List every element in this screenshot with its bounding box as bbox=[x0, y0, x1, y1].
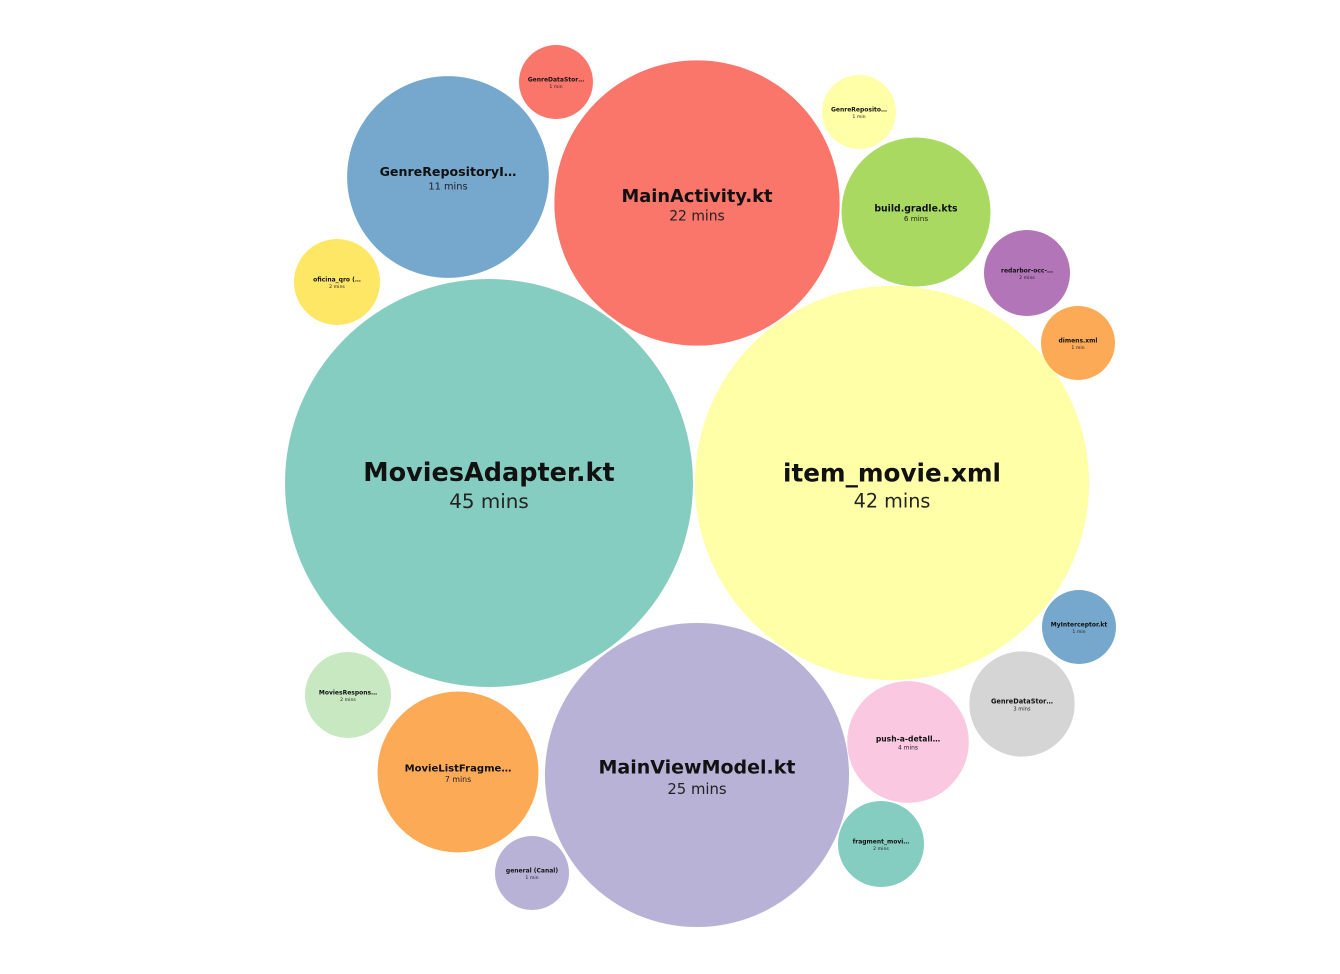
bubble-circle-moviesresponse[interactable] bbox=[304, 651, 392, 739]
bubble-genrerepositoryimpl[interactable]: GenreRepositoryI… 11 mins bbox=[347, 76, 549, 278]
bubble-oficina-qro[interactable]: oficina_qro (…2 mins bbox=[293, 238, 381, 326]
bubble-value-label: 6 mins bbox=[904, 214, 929, 223]
bubble-mainviewmodel-kt[interactable]: MainViewModel.kt 25 mins bbox=[544, 622, 850, 928]
bubble-circle-oficina-qro[interactable] bbox=[293, 238, 381, 326]
bubble-mainactivity-kt[interactable]: MainActivity.kt 22 mins bbox=[554, 60, 840, 346]
bubble-label: MovieListFragme… bbox=[405, 763, 512, 774]
bubble-movielistfragment[interactable]: MovieListFragme…7 mins bbox=[377, 691, 539, 853]
bubble-label: MainViewModel.kt bbox=[599, 757, 796, 779]
bubble-label: dimens.xml bbox=[1059, 338, 1098, 345]
bubble-circle-genrerepositoryimpl[interactable] bbox=[347, 76, 549, 278]
bubble-value-label: 22 mins bbox=[669, 209, 725, 225]
bubble-myinterceptor-kt[interactable]: MyInterceptor.kt1 min bbox=[1042, 590, 1116, 664]
bubble-value-label: 1 min bbox=[1072, 629, 1085, 635]
bubble-label: GenreDataStor… bbox=[991, 698, 1053, 706]
bubble-value-label: 45 mins bbox=[449, 490, 528, 513]
bubble-label: MyInterceptor.kt bbox=[1051, 622, 1108, 629]
bubble-genredatastore[interactable]: GenreDataStor…3 mins bbox=[969, 651, 1075, 757]
bubble-label: redarbor-occ-… bbox=[1001, 268, 1053, 275]
bubble-label: MoviesAdapter.kt bbox=[363, 458, 614, 488]
bubble-value-label: 25 mins bbox=[667, 781, 726, 798]
bubble-label: oficina_qro (… bbox=[313, 277, 361, 284]
bubble-value-label: 2 mins bbox=[329, 284, 345, 290]
bubble-circle-fragment-movie[interactable] bbox=[837, 800, 925, 888]
bubble-value-label: 2 mins bbox=[873, 846, 889, 852]
bubble-value-label: 1 min bbox=[852, 114, 865, 120]
bubble-genrerepository-1m[interactable]: GenreReposito…1 min bbox=[822, 75, 896, 149]
bubble-circle-myinterceptor-kt[interactable] bbox=[1042, 590, 1116, 664]
bubble-redarbor-occ[interactable]: redarbor-occ-…2 mins bbox=[983, 229, 1071, 317]
bubble-circle-item-movie-xml[interactable] bbox=[694, 285, 1090, 681]
bubble-circle-genredatastore-1m[interactable] bbox=[519, 45, 593, 119]
bubble-circle-general-canal[interactable] bbox=[495, 836, 569, 910]
bubble-moviesresponse[interactable]: MoviesRespons…2 mins bbox=[304, 651, 392, 739]
bubble-circle-moviesadapter-kt[interactable] bbox=[285, 279, 693, 687]
bubble-circle-build-gradle-kts[interactable] bbox=[841, 137, 991, 287]
bubble-value-label: 1 min bbox=[549, 84, 562, 90]
bubble-label: item_movie.xml bbox=[783, 458, 1001, 487]
bubble-label: push-a-detall… bbox=[876, 734, 940, 743]
bubble-value-label: 11 mins bbox=[428, 181, 467, 192]
bubble-circle-genredatastore[interactable] bbox=[969, 651, 1075, 757]
bubble-value-label: 1 min bbox=[525, 875, 538, 881]
bubble-label: GenreReposito… bbox=[831, 107, 887, 114]
bubble-value-label: 4 mins bbox=[898, 745, 918, 752]
bubble-value-label: 2 mins bbox=[340, 697, 356, 703]
bubble-value-label: 3 mins bbox=[1013, 707, 1031, 713]
bubble-circle-genrerepository-1m[interactable] bbox=[822, 75, 896, 149]
bubble-label: GenreDataStor… bbox=[528, 77, 585, 84]
bubble-value-label: 42 mins bbox=[854, 489, 931, 512]
bubble-label: fragment_movi… bbox=[853, 839, 910, 846]
bubble-label: GenreRepositoryI… bbox=[380, 164, 517, 179]
bubble-circle-movielistfragment[interactable] bbox=[377, 691, 539, 853]
bubble-push-a-detalle[interactable]: push-a-detall… 4 mins bbox=[847, 681, 969, 803]
bubble-circle-push-a-detalle[interactable] bbox=[847, 681, 969, 803]
bubble-label: build.gradle.kts bbox=[874, 203, 958, 214]
bubble-value-label: 1 min bbox=[1071, 345, 1084, 351]
bubble-genredatastore-1m[interactable]: GenreDataStor…1 min bbox=[519, 45, 593, 119]
bubble-circle-dimens-xml[interactable] bbox=[1041, 306, 1115, 380]
bubble-circle-redarbor-occ[interactable] bbox=[983, 229, 1071, 317]
bubble-fragment-movie[interactable]: fragment_movi…2 mins bbox=[837, 800, 925, 888]
bubble-value-label: 2 mins bbox=[1019, 275, 1035, 281]
bubble-label: MainActivity.kt bbox=[622, 186, 773, 207]
bubble-circle-mainviewmodel-kt[interactable] bbox=[544, 622, 850, 928]
bubble-label: general (Canal) bbox=[506, 868, 558, 875]
bubble-circle-mainactivity-kt[interactable] bbox=[554, 60, 840, 346]
bubble-label: MoviesRespons… bbox=[319, 690, 377, 697]
bubble-value-label: 7 mins bbox=[445, 775, 471, 784]
bubble-general-canal[interactable]: general (Canal)1 min bbox=[495, 836, 569, 910]
